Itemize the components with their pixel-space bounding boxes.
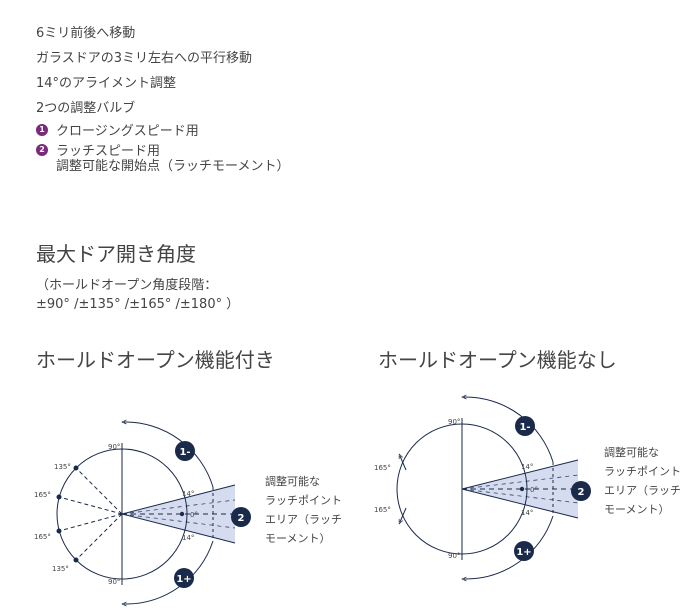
angle-label-14: 14° <box>521 509 533 517</box>
closing-arc-lower <box>124 540 214 604</box>
svg-text:2: 2 <box>238 513 245 524</box>
closing-arc-lower <box>464 515 554 579</box>
max-angle-note: ±90° /±135° /±165° /±180° ） <box>36 297 240 312</box>
latch-dash-line <box>121 513 236 529</box>
angle-14-line <box>121 484 236 515</box>
feature-item: 6ミリ前後へ移動 <box>36 26 136 41</box>
latch-area-label: 調整可能な ラッチポイント エリア（ラッチ モーメント） <box>604 446 681 516</box>
latch-speed-badge: 2 <box>571 481 591 501</box>
hold-open-135-line <box>73 513 123 563</box>
angle-14-line <box>461 488 579 519</box>
svg-text:1+: 1+ <box>176 574 191 585</box>
angle-label-165: 165° <box>34 533 51 541</box>
angle-label-0: 0° <box>190 511 198 519</box>
feature-item: 2つの調整バルブ <box>36 101 136 116</box>
closing-speed-plus-badge: 1+ <box>174 568 194 588</box>
max-angle-heading: 最大ドア開き角度 <box>36 242 196 266</box>
angle-label-90: 90° <box>448 552 460 560</box>
angle-165-arrow <box>400 456 407 471</box>
zero-point <box>179 511 185 517</box>
angle-label-90: 90° <box>108 578 120 586</box>
hold-open-point <box>73 557 79 563</box>
angle-14-line <box>461 459 579 490</box>
feature-item: ガラスドアの3ミリ左右への平行移動 <box>36 51 253 66</box>
angle-165-arrow <box>400 507 407 522</box>
angle-label-165: 165° <box>374 506 391 514</box>
angle-label-165: 165° <box>374 464 391 472</box>
valve-number-badge: 1 <box>36 124 48 136</box>
angle-label-14: 14° <box>521 463 533 471</box>
hold-open-point <box>73 465 79 471</box>
svg-text:1-: 1- <box>179 447 190 458</box>
zero-point <box>519 486 525 492</box>
valve-number-badge: 2 <box>36 144 48 156</box>
closing-speed-minus-badge: 1- <box>515 416 535 436</box>
hold-open-point <box>56 528 62 534</box>
angle-label-135: 135° <box>54 463 71 471</box>
feature-item: 14°のアライメント調整 <box>36 76 177 91</box>
latch-dash-line <box>461 488 579 504</box>
hold-open-165-line <box>58 496 123 515</box>
svg-text:1-: 1- <box>519 422 530 433</box>
latch-area-label: 調整可能な ラッチポイント エリア（ラッチ モーメント） <box>265 475 342 545</box>
latch-dash-line <box>121 499 236 515</box>
valve-item: ラッチスピード用 <box>56 144 161 159</box>
hold-open-165-line <box>58 513 123 532</box>
closing-arc-upper <box>124 422 214 488</box>
closing-speed-minus-badge: 1- <box>175 441 195 461</box>
no-hold-open-heading: ホールドオープン機能なし <box>378 348 617 372</box>
angle-label-14: 14° <box>182 534 194 542</box>
angle-label-0: 0° <box>530 486 538 494</box>
right-angle-diagram: 90° 90° 165° 165° 14° 0° 14° 1- 2 1+ <box>374 397 591 579</box>
angle-label-165: 165° <box>34 491 51 499</box>
hold-open-heading: ホールドオープン機能付き <box>36 348 275 372</box>
max-angle-note: （ホールドオープン角度段階： <box>36 278 218 293</box>
svg-text:1+: 1+ <box>516 547 531 558</box>
closing-arc-upper <box>464 397 554 463</box>
hold-open-135-line <box>73 465 123 515</box>
hold-open-point <box>56 494 62 500</box>
closing-speed-plus-badge: 1+ <box>514 541 534 561</box>
left-angle-diagram: 90° 90° 135° 165° 165° 135° 14° 0° 14° 1… <box>34 422 251 604</box>
angle-14-line <box>121 513 236 544</box>
angle-label-135: 135° <box>52 565 69 573</box>
svg-text:2: 2 <box>578 487 585 498</box>
latch-dash-line <box>461 474 579 490</box>
angle-label-14: 14° <box>182 490 194 498</box>
valve-item-subtext: 調整可能な開始点（ラッチモーメント） <box>56 159 290 174</box>
angle-label-90: 90° <box>108 443 120 451</box>
angle-label-90: 90° <box>448 418 460 426</box>
latch-speed-badge: 2 <box>231 507 251 527</box>
valve-item: クロージングスピード用 <box>56 124 199 139</box>
